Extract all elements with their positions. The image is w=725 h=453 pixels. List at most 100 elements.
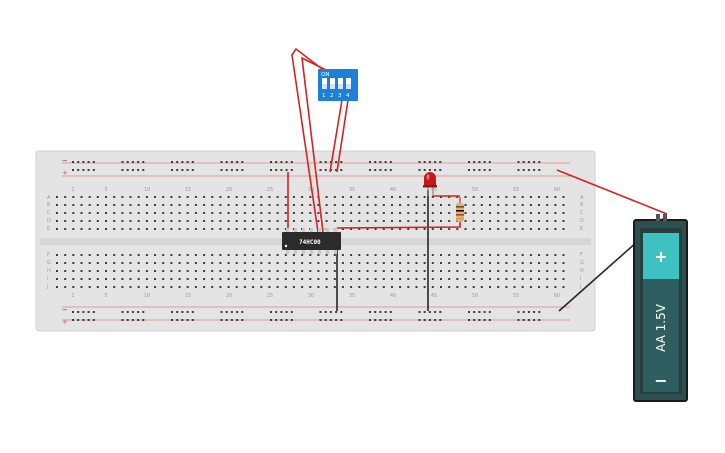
breadboard-hole[interactable] <box>276 286 279 288</box>
breadboard-hole[interactable] <box>521 286 524 288</box>
breadboard-hole[interactable] <box>480 286 483 288</box>
breadboard-hole[interactable] <box>72 220 75 222</box>
chip-74hc00[interactable]: 74HC00 <box>282 228 341 254</box>
breadboard-hole[interactable] <box>243 204 246 206</box>
breadboard-hole[interactable] <box>105 228 107 230</box>
breadboard-hole[interactable] <box>227 286 230 288</box>
breadboard-hole[interactable] <box>154 254 156 256</box>
breadboard-hole[interactable] <box>186 228 189 230</box>
breadboard-hole[interactable] <box>415 196 418 198</box>
breadboard-hole[interactable] <box>423 196 426 198</box>
breadboard-hole[interactable] <box>488 161 491 163</box>
breadboard-hole[interactable] <box>366 286 369 288</box>
breadboard-hole[interactable] <box>82 161 85 163</box>
breadboard-hole[interactable] <box>391 204 393 206</box>
breadboard-hole[interactable] <box>96 286 99 288</box>
breadboard-hole[interactable] <box>369 169 371 171</box>
breadboard-hole[interactable] <box>129 278 132 280</box>
breadboard-hole[interactable] <box>350 220 353 222</box>
breadboard-hole[interactable] <box>350 254 353 256</box>
breadboard-hole[interactable] <box>88 286 91 288</box>
breadboard-hole[interactable] <box>505 254 508 256</box>
breadboard-hole[interactable] <box>440 220 442 222</box>
breadboard-hole[interactable] <box>96 254 99 256</box>
breadboard-hole[interactable] <box>379 161 382 163</box>
breadboard-hole[interactable] <box>105 220 107 222</box>
breadboard-hole[interactable] <box>276 278 279 280</box>
breadboard-hole[interactable] <box>374 311 377 313</box>
breadboard-hole[interactable] <box>96 262 99 264</box>
breadboard-hole[interactable] <box>284 262 287 264</box>
breadboard-hole[interactable] <box>399 212 402 214</box>
breadboard-hole[interactable] <box>87 161 90 163</box>
breadboard-hole[interactable] <box>407 286 410 288</box>
breadboard-hole[interactable] <box>203 220 206 222</box>
breadboard-hole[interactable] <box>529 196 532 198</box>
breadboard-hole[interactable] <box>220 319 223 321</box>
breadboard-hole[interactable] <box>358 212 361 214</box>
breadboard-hole[interactable] <box>478 169 481 171</box>
breadboard-hole[interactable] <box>350 196 353 198</box>
breadboard-hole[interactable] <box>546 262 549 264</box>
breadboard-hole[interactable] <box>154 228 156 230</box>
breadboard-hole[interactable] <box>268 254 271 256</box>
breadboard-hole[interactable] <box>87 169 90 171</box>
breadboard-hole[interactable] <box>285 319 288 321</box>
breadboard-hole[interactable] <box>280 161 283 163</box>
led-body[interactable] <box>424 172 436 186</box>
breadboard-hole[interactable] <box>384 311 387 313</box>
breadboard-hole[interactable] <box>431 262 434 264</box>
breadboard-hole[interactable] <box>225 169 228 171</box>
breadboard-hole[interactable] <box>252 262 255 264</box>
breadboard-hole[interactable] <box>211 196 214 198</box>
breadboard-hole[interactable] <box>464 262 467 264</box>
breadboard-hole[interactable] <box>241 319 244 321</box>
breadboard-hole[interactable] <box>131 311 134 313</box>
breadboard-hole[interactable] <box>225 311 228 313</box>
breadboard-hole[interactable] <box>440 278 442 280</box>
breadboard-hole[interactable] <box>529 270 532 272</box>
breadboard-hole[interactable] <box>105 262 107 264</box>
breadboard-hole[interactable] <box>145 204 148 206</box>
breadboard-hole[interactable] <box>423 278 426 280</box>
breadboard-hole[interactable] <box>423 228 426 230</box>
breadboard-hole[interactable] <box>407 212 410 214</box>
breadboard-hole[interactable] <box>407 278 410 280</box>
breadboard-hole[interactable] <box>309 254 312 256</box>
breadboard-hole[interactable] <box>80 220 83 222</box>
breadboard-hole[interactable] <box>554 212 557 214</box>
breadboard-hole[interactable] <box>538 212 540 214</box>
breadboard-hole[interactable] <box>236 319 239 321</box>
breadboard-hole[interactable] <box>521 212 524 214</box>
breadboard-hole[interactable] <box>56 254 58 256</box>
breadboard-hole[interactable] <box>220 169 223 171</box>
breadboard-hole[interactable] <box>350 262 353 264</box>
breadboard-hole[interactable] <box>527 311 530 313</box>
dip-toggle-4[interactable] <box>346 78 351 89</box>
breadboard-hole[interactable] <box>268 228 271 230</box>
breadboard-hole[interactable] <box>276 254 279 256</box>
breadboard-hole[interactable] <box>113 228 116 230</box>
breadboard-hole[interactable] <box>284 196 287 198</box>
breadboard-hole[interactable] <box>407 254 410 256</box>
breadboard-hole[interactable] <box>456 278 459 280</box>
breadboard-hole[interactable] <box>472 228 475 230</box>
breadboard-hole[interactable] <box>292 228 295 230</box>
breadboard-hole[interactable] <box>431 228 434 230</box>
breadboard-hole[interactable] <box>513 212 516 214</box>
breadboard-hole[interactable] <box>227 204 230 206</box>
breadboard-hole[interactable] <box>341 278 344 280</box>
breadboard-hole[interactable] <box>440 286 442 288</box>
breadboard-hole[interactable] <box>145 212 148 214</box>
breadboard-hole[interactable] <box>96 270 99 272</box>
breadboard-hole[interactable] <box>268 286 271 288</box>
breadboard-hole[interactable] <box>309 278 312 280</box>
breadboard-hole[interactable] <box>418 169 421 171</box>
dip-toggle-1[interactable] <box>322 78 327 89</box>
breadboard-hole[interactable] <box>317 254 320 256</box>
breadboard-hole[interactable] <box>178 204 181 206</box>
breadboard-hole[interactable] <box>121 286 124 288</box>
breadboard-hole[interactable] <box>113 254 116 256</box>
breadboard-hole[interactable] <box>399 196 402 198</box>
breadboard-hole[interactable] <box>468 161 470 163</box>
